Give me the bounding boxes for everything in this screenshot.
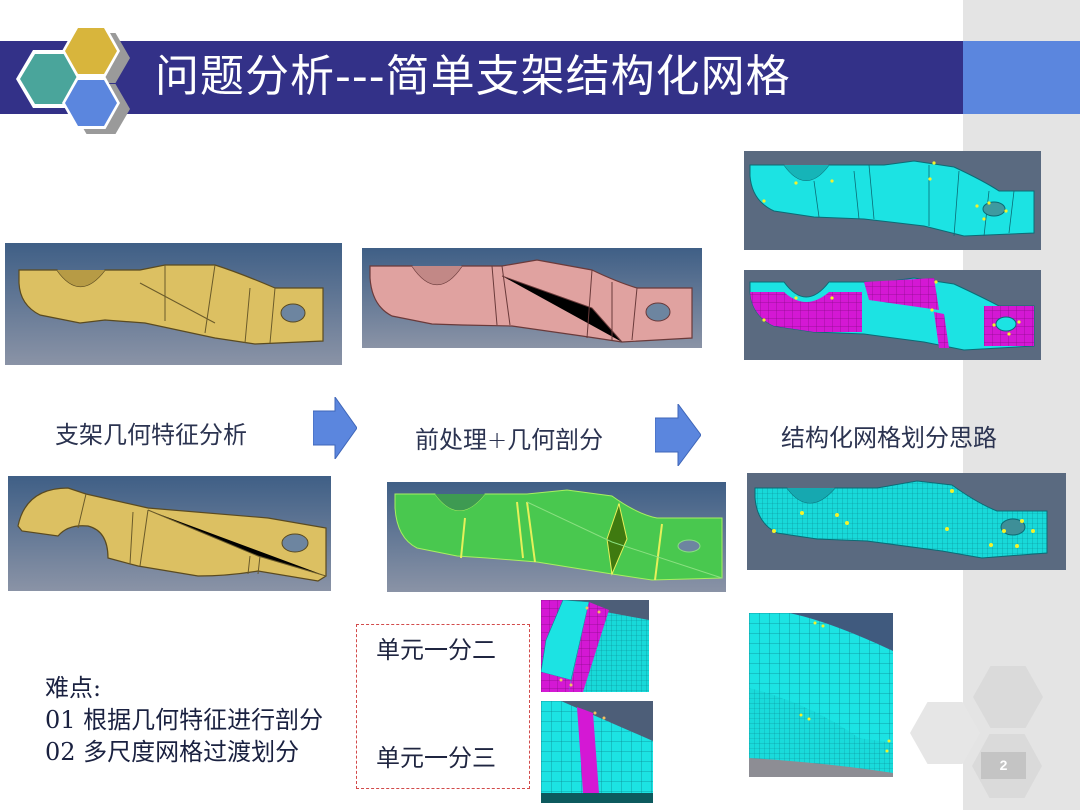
difficulties-heading: 难点: bbox=[45, 674, 102, 702]
label-split-three: 单元一分三 bbox=[376, 744, 496, 772]
image-mesh-result bbox=[747, 473, 1066, 570]
image-detail-split-two bbox=[541, 600, 649, 692]
image-geometry-top bbox=[5, 243, 342, 365]
image-detail-transition bbox=[749, 613, 893, 777]
label-split-two: 单元一分二 bbox=[376, 636, 496, 664]
image-mesh-plan-1 bbox=[744, 151, 1041, 250]
difficulties-list: 难点: 01 根据几何特征进行剖分 02 多尺度网格过渡划分 bbox=[45, 672, 323, 768]
hexagon-icon bbox=[910, 702, 980, 764]
step-label-geometry-analysis: 支架几何特征分析 bbox=[55, 421, 247, 449]
image-mesh-plan-2 bbox=[744, 270, 1041, 360]
image-geometry-bottom bbox=[8, 476, 331, 591]
image-detail-split-three bbox=[541, 701, 653, 803]
arrow-right-icon bbox=[655, 404, 701, 466]
step-label-preprocessing: 前处理+几何剖分 bbox=[415, 426, 604, 454]
page-title: 问题分析---简单支架结构化网格 bbox=[155, 51, 791, 102]
split-annotation-box bbox=[356, 624, 530, 789]
image-preprocess-bottom bbox=[387, 482, 726, 592]
page-number: 2 bbox=[981, 752, 1026, 779]
step-label-structured-mesh: 结构化网格划分思路 bbox=[781, 424, 997, 452]
difficulty-item: 01 根据几何特征进行剖分 bbox=[45, 706, 324, 734]
image-preprocess-top bbox=[362, 248, 702, 348]
arrow-right-icon bbox=[313, 397, 357, 459]
difficulty-item: 02 多尺度网格过渡划分 bbox=[45, 738, 300, 766]
title-bar bbox=[0, 41, 963, 114]
title-accent-bar bbox=[963, 41, 1080, 114]
